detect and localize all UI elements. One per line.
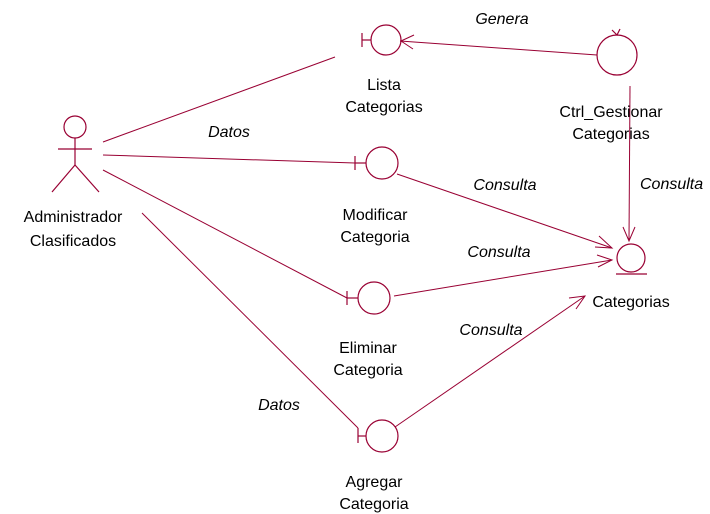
link-actor-eliminar <box>102 169 348 299</box>
entity-circle <box>616 243 646 273</box>
boundary-lista-circle <box>370 24 402 56</box>
link-actor-modificar <box>102 154 356 164</box>
actor-label-line2: Clasificados <box>30 233 116 250</box>
lista-label-line1: Lista <box>367 77 401 94</box>
entity-categorias[interactable] <box>616 243 647 275</box>
boundary-eliminar-circle <box>357 281 391 315</box>
control-arrow <box>611 28 621 37</box>
arrowhead-entity-agregar <box>568 295 587 310</box>
link-ctrl-lista <box>399 40 598 56</box>
boundary-agregar-categoria[interactable] <box>357 419 399 453</box>
edge-label-consulta-eliminar: Consulta <box>467 244 530 261</box>
arrowhead-entity-ctrl <box>622 226 636 243</box>
modificar-label-line2: Categoria <box>340 229 409 246</box>
edge-label-datos-agregar: Datos <box>258 397 300 414</box>
actor-figure[interactable] <box>51 115 100 193</box>
edge-label-genera: Genera <box>475 11 528 28</box>
boundary-modificar-circle <box>365 146 399 180</box>
actor-label-line1: Administrador <box>24 209 123 226</box>
boundary-lista-categorias[interactable] <box>361 24 402 56</box>
link-actor-agregar <box>141 212 359 429</box>
link-eliminar-entity <box>393 259 613 297</box>
modificar-label-line1: Modificar <box>343 207 409 224</box>
eliminar-label-line1: Eliminar <box>339 340 397 357</box>
agregar-label-line1: Agregar <box>346 474 404 491</box>
boundary-agregar-circle <box>365 419 399 453</box>
control-ctrl-gestionar[interactable] <box>596 28 638 76</box>
arrowhead-entity-eliminar <box>596 254 614 268</box>
lista-label-line2: Categorias <box>345 99 422 116</box>
control-label-line1: Ctrl_Gestionar <box>559 104 663 121</box>
link-actor-lista <box>102 56 336 143</box>
control-circle <box>596 34 638 76</box>
entity-label: Categorias <box>592 294 669 311</box>
boundary-modificar-categoria[interactable] <box>354 146 399 180</box>
actor-right-leg <box>74 164 100 193</box>
eliminar-label-line2: Categoria <box>333 362 402 379</box>
edge-label-consulta-ctrl: Consulta <box>640 176 703 193</box>
boundary-eliminar-categoria[interactable] <box>346 281 391 315</box>
link-modificar-entity <box>396 173 613 249</box>
actor-left-leg <box>51 164 76 193</box>
arrowhead-entity-modificar <box>594 235 614 249</box>
edge-label-datos-modificar: Datos <box>208 124 250 141</box>
actor-head <box>63 115 87 139</box>
link-agregar-entity <box>394 295 586 428</box>
edge-label-consulta-modificar: Consulta <box>473 177 536 194</box>
agregar-label-line2: Categoria <box>339 496 408 513</box>
edge-label-consulta-agregar: Consulta <box>459 322 522 339</box>
control-label-line2: Categorias <box>572 126 649 143</box>
link-ctrl-entity <box>628 85 631 241</box>
